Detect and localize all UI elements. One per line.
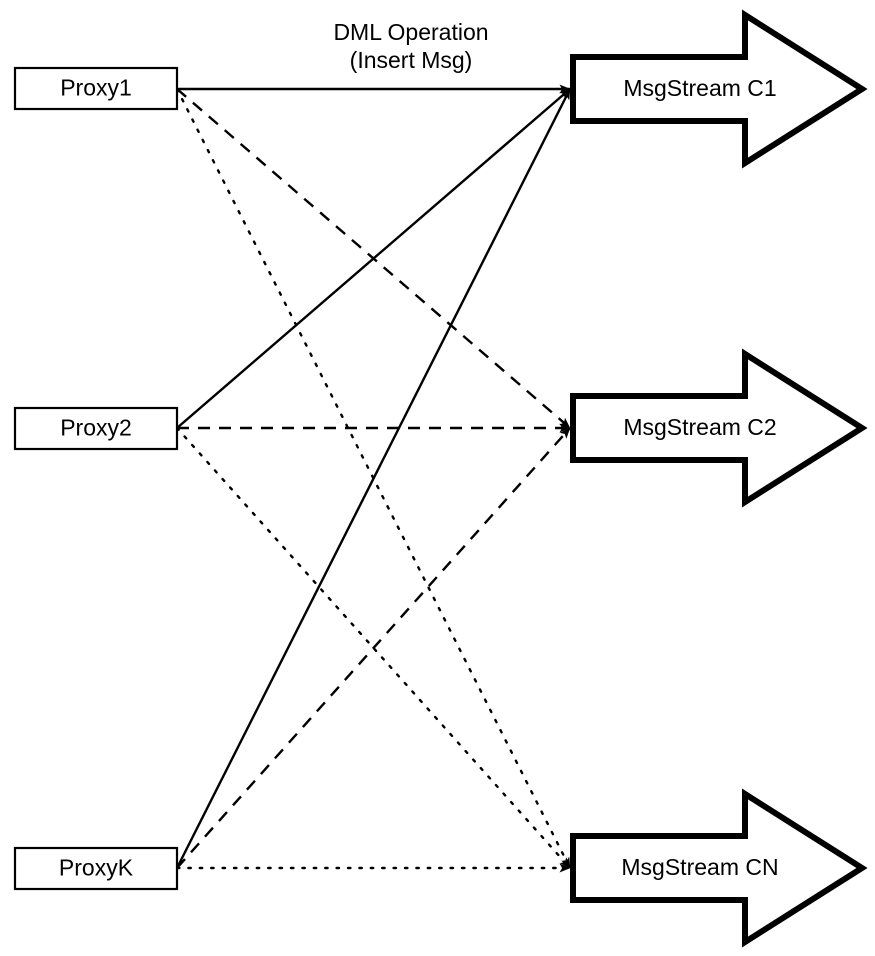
stream-c1-label: MsgStream C1 — [623, 75, 776, 101]
stream-c1[interactable]: MsgStream C1 — [570, 9, 868, 169]
stream-c2[interactable]: MsgStream C2 — [570, 348, 868, 508]
proxy1-label: Proxy1 — [60, 75, 132, 101]
proxy2-label: Proxy2 — [60, 415, 132, 441]
stream-cn-shape — [570, 788, 868, 948]
edge-pk-c1[interactable] — [175, 88, 572, 869]
proxy2-box — [13, 406, 179, 451]
annotation-dml-op: DML Operation(Insert Msg) — [333, 19, 488, 73]
streams-layer: MsgStream C1 MsgStream C2 MsgStream CN — [570, 9, 868, 948]
proxy2-node[interactable]: Proxy2 — [13, 406, 179, 451]
stream-c2-label: MsgStream C2 — [623, 414, 776, 440]
proxy1-box — [13, 66, 179, 111]
edge-p2-cn[interactable] — [175, 426, 572, 870]
proxy1-node[interactable]: Proxy1 — [13, 66, 179, 111]
edge-pk-c2[interactable] — [176, 427, 571, 869]
edge-p2-c1[interactable] — [176, 88, 571, 429]
proxyk-node[interactable]: ProxyK — [13, 846, 179, 891]
proxyk-label: ProxyK — [59, 855, 134, 881]
annotation-dml-op-line2: (Insert Msg) — [350, 47, 473, 73]
stream-cn[interactable]: MsgStream CN — [570, 788, 868, 948]
annotations-layer: DML Operation(Insert Msg) — [333, 19, 488, 73]
stream-c1-shape — [570, 9, 868, 169]
annotation-dml-op-line1: DML Operation — [333, 19, 488, 45]
proxyk-box — [13, 846, 179, 891]
stream-c2-shape — [570, 348, 868, 508]
edges-layer — [175, 84, 572, 873]
stream-cn-label: MsgStream CN — [621, 854, 778, 880]
